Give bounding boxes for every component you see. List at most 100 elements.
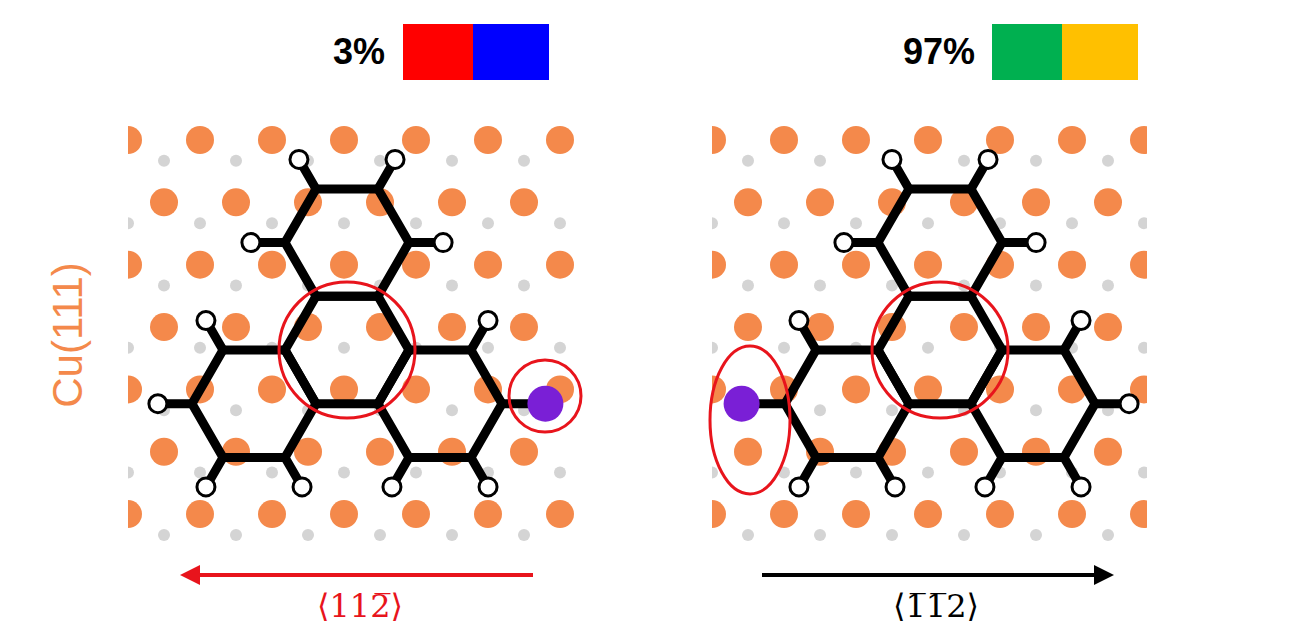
subsurface-atom xyxy=(374,155,386,167)
cu-atom xyxy=(1130,251,1147,279)
bond xyxy=(971,350,1002,404)
bond xyxy=(971,404,1002,458)
percentage-label: 3% xyxy=(333,34,385,70)
molecule xyxy=(724,150,1139,496)
hydrogen-atom xyxy=(790,478,808,496)
cu-atom xyxy=(712,500,726,528)
subsurface-atom xyxy=(814,155,826,167)
cu-atom xyxy=(186,251,214,279)
cu-atom xyxy=(402,126,430,154)
bond xyxy=(285,350,316,404)
bond xyxy=(285,189,316,243)
bond xyxy=(971,350,1002,404)
bond xyxy=(316,292,378,301)
direction-arrows xyxy=(196,575,1098,576)
subsurface-atom xyxy=(266,467,278,479)
subsurface-atom xyxy=(128,342,134,354)
subsurface-atom xyxy=(230,155,242,167)
bond xyxy=(909,184,971,193)
bond xyxy=(378,296,409,350)
subsurface-atom xyxy=(958,529,970,541)
subsurface-atom xyxy=(446,155,458,167)
bond xyxy=(878,350,909,404)
subsurface-atom xyxy=(814,529,826,541)
subsurface-atom xyxy=(194,217,206,229)
subsurface-atom xyxy=(410,217,422,229)
hydrogen-atom xyxy=(883,150,901,168)
subsurface-atom xyxy=(128,217,134,229)
cu-atom xyxy=(1094,188,1122,216)
swatch xyxy=(992,24,1062,80)
cu-atom xyxy=(150,438,178,466)
cu-atom xyxy=(1058,126,1086,154)
bond xyxy=(378,243,409,297)
hydrogen-atom xyxy=(835,234,853,252)
subsurface-atom xyxy=(338,467,350,479)
cu-atom xyxy=(842,251,870,279)
subsurface-atom xyxy=(374,529,386,541)
bond xyxy=(316,184,378,193)
subsurface-atom xyxy=(814,404,826,416)
subsurface-atom xyxy=(886,529,898,541)
subsurface-atom xyxy=(518,529,530,541)
bond xyxy=(316,292,378,301)
subsurface-atom xyxy=(1030,155,1042,167)
bond xyxy=(878,243,909,297)
cu-atom xyxy=(712,251,726,279)
bond xyxy=(909,399,971,408)
subsurface-atom xyxy=(922,467,934,479)
highlight-ellipse xyxy=(710,346,790,494)
subsurface-atom xyxy=(1102,155,1114,167)
cu-atom xyxy=(842,375,870,403)
hydrogen-atom xyxy=(197,311,215,329)
subsurface-atom xyxy=(446,404,458,416)
subsurface-atom xyxy=(554,217,566,229)
cu-atom xyxy=(510,438,538,466)
cu-atom xyxy=(842,500,870,528)
subsurface-atom xyxy=(712,217,718,229)
cu-atom xyxy=(330,126,358,154)
bond xyxy=(971,296,1002,350)
hydrogen-atom xyxy=(293,478,311,496)
cu-atom xyxy=(1022,313,1050,341)
bond xyxy=(816,345,878,354)
highlight-rings xyxy=(279,282,1008,494)
bond xyxy=(378,404,409,458)
bond xyxy=(878,350,909,404)
hydrogen-atom xyxy=(197,478,215,496)
cu-atom xyxy=(914,500,942,528)
percentage-label: 97% xyxy=(903,34,975,70)
hydrogen-atom xyxy=(1072,478,1090,496)
hydrogen-atom xyxy=(386,150,404,168)
cu-atom xyxy=(510,313,538,341)
hydrogen-atom xyxy=(149,395,167,413)
subsurface-atom xyxy=(518,155,530,167)
bond xyxy=(285,296,316,350)
subsurface-atom xyxy=(742,279,754,291)
direction-arrow xyxy=(196,573,533,577)
subsurface-atom xyxy=(158,529,170,541)
bond xyxy=(223,453,285,462)
cu-atom xyxy=(734,313,762,341)
cu-atom xyxy=(438,188,466,216)
highlight-circle xyxy=(872,282,1008,418)
subsurface-atom xyxy=(230,529,242,541)
hydrogen-atom xyxy=(479,311,497,329)
swatch xyxy=(473,24,549,80)
cu-atom xyxy=(128,251,142,279)
subsurface-atom xyxy=(1030,529,1042,541)
cu-atom xyxy=(186,126,214,154)
subsurface-atom xyxy=(922,342,934,354)
subsurface-atom xyxy=(712,342,718,354)
cu-atom xyxy=(510,188,538,216)
subsurface-atom xyxy=(922,217,934,229)
bond xyxy=(409,345,471,354)
bond xyxy=(285,243,316,297)
swatch xyxy=(403,24,473,80)
subsurface-atom xyxy=(1138,217,1147,229)
subsurface-atom xyxy=(1030,279,1042,291)
cu-atom xyxy=(546,251,574,279)
cu-atom xyxy=(402,375,430,403)
subsurface-atom xyxy=(554,467,566,479)
cu-atom xyxy=(128,500,142,528)
